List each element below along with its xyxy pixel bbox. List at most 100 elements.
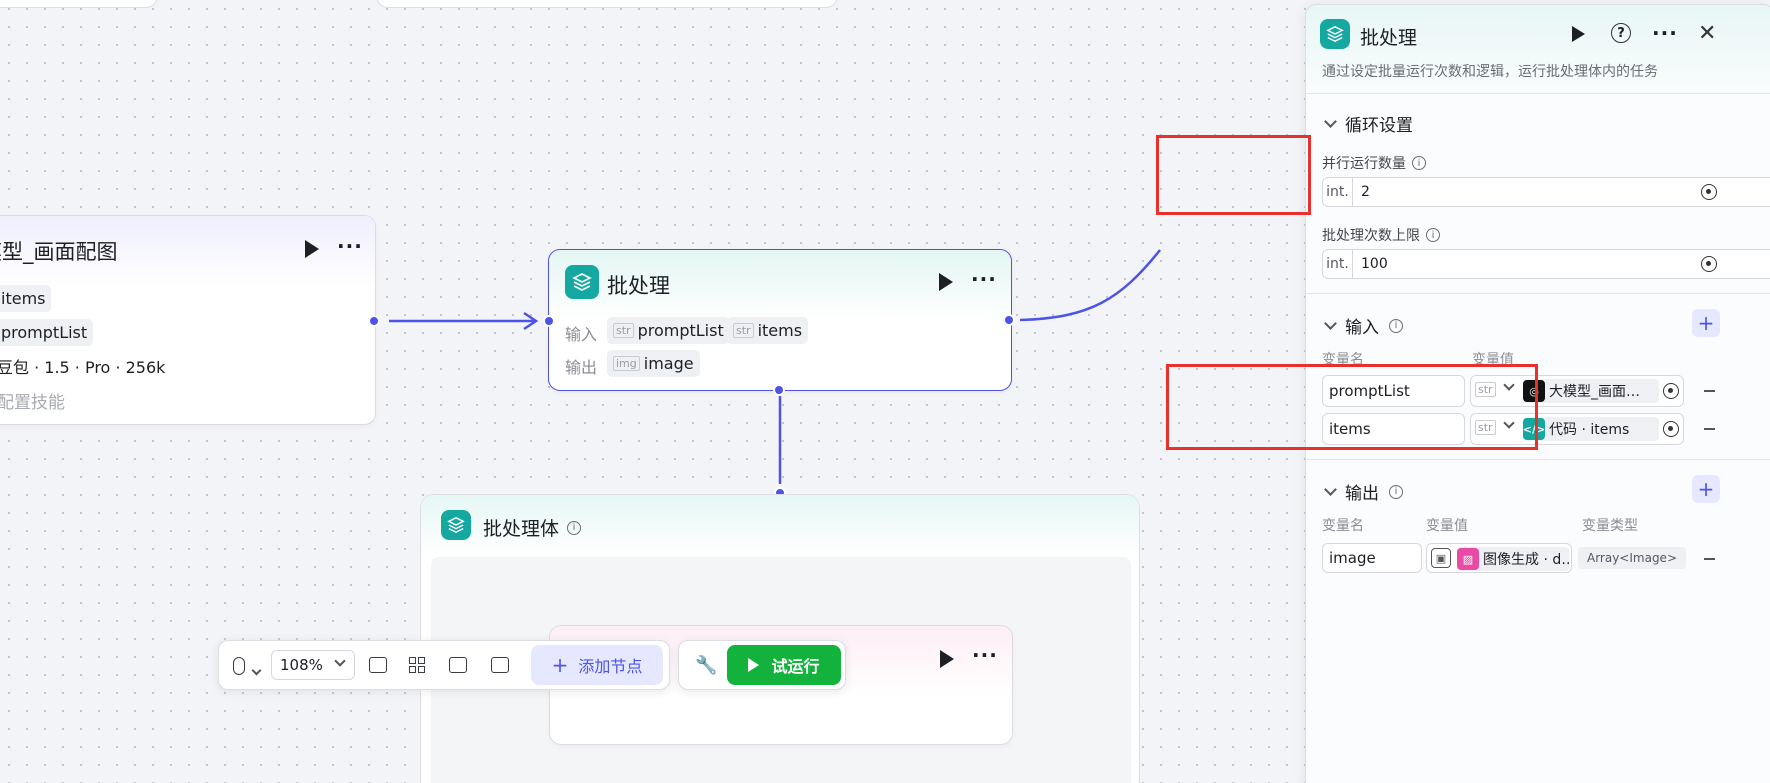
separator [1306, 93, 1770, 94]
variable-ref-icon[interactable] [1663, 383, 1679, 399]
test-run-label: 试运行 [771, 657, 820, 676]
batch-node-output-port[interactable] [1003, 314, 1015, 326]
input-var-name-promptlist[interactable]: promptList [1322, 375, 1465, 407]
panel-description: 通过设定批量运行次数和逻辑，运行批处理体内的任务 [1322, 64, 1658, 80]
output-section-header[interactable]: 输出 i [1324, 479, 1403, 504]
close-icon[interactable]: ✕ [1698, 21, 1717, 46]
llm-node-output-port[interactable] [368, 315, 380, 327]
play-icon [748, 658, 760, 672]
help-icon[interactable]: ? [1611, 23, 1631, 43]
highlight-input-rows [1166, 364, 1538, 450]
inner-node-more-icon[interactable]: ··· [972, 643, 998, 667]
plus-icon: + [551, 653, 569, 677]
llm-node[interactable]: 模型_画面配图 ··· items promptList 豆包 · 1.5 · … [0, 215, 376, 425]
chevron-down-icon [1324, 317, 1337, 330]
layers-icon [572, 273, 592, 291]
batch-limit-label: 批处理次数上限 i [1322, 225, 1440, 245]
add-input-button[interactable]: + [1692, 309, 1720, 337]
image-export-icon[interactable] [449, 657, 467, 673]
wrench-icon[interactable]: 🔧 [695, 655, 718, 676]
input-var-value-items[interactable]: str </> 代码 · items [1470, 413, 1684, 445]
ref-chip-llm: ◎ 大模型_画面… [1523, 379, 1659, 403]
batch-node-body-port[interactable] [773, 384, 785, 396]
variable-ref-icon[interactable] [1701, 256, 1717, 272]
int-type-prefix: int. [1323, 178, 1353, 206]
info-icon[interactable]: i [1389, 484, 1403, 499]
remove-input-items[interactable] [1704, 428, 1715, 430]
variable-ref-icon[interactable] [1701, 184, 1717, 200]
remove-output-image[interactable] [1704, 558, 1715, 560]
batch-body-title-text: 批处理体 [483, 518, 560, 540]
canvas-toolbar: 108% + 添加节点 [218, 640, 670, 690]
batch-node-more-icon[interactable]: ··· [971, 267, 997, 291]
comment-icon[interactable] [369, 657, 387, 673]
llm-node-run-icon[interactable] [305, 240, 319, 258]
llm-node-more-icon[interactable]: ··· [337, 234, 363, 258]
add-node-button[interactable]: + 添加节点 [531, 645, 663, 685]
ref-code-text: 代码 · items [1549, 422, 1630, 438]
input-var-name-items[interactable]: items [1322, 413, 1465, 445]
ref-llm-text: 大模型_画面… [1549, 384, 1640, 400]
add-output-button[interactable]: + [1692, 475, 1720, 503]
minimap-icon[interactable] [491, 657, 509, 673]
loop-settings-section-header[interactable]: 循环设置 [1324, 111, 1413, 136]
llm-node-skill-placeholder[interactable]: 配置技能 [0, 393, 65, 413]
info-icon[interactable]: i [1426, 228, 1440, 242]
remove-input-promptlist[interactable] [1704, 390, 1715, 392]
batch-body-container[interactable]: 批处理体 i ··· [420, 494, 1140, 783]
input-section-title: 输入 [1345, 318, 1379, 338]
batch-node-run-icon[interactable] [939, 273, 953, 291]
batch-limit-input[interactable]: int. 100 [1322, 249, 1770, 279]
llm-icon: ◎ [1523, 380, 1545, 402]
batch-node-icon [565, 265, 599, 299]
batch-body-header-bg [421, 495, 1139, 555]
info-icon[interactable]: i [1389, 318, 1403, 333]
highlight-parallel-count [1156, 135, 1311, 215]
test-run-button[interactable]: 试运行 [727, 645, 841, 685]
panel-more-icon[interactable]: ··· [1652, 21, 1678, 45]
mouse-mode-icon[interactable] [233, 657, 245, 675]
variable-ref-icon[interactable] [1663, 421, 1679, 437]
input-section-header[interactable]: 输入 i [1324, 313, 1403, 338]
edge-batch-out [1019, 249, 1161, 322]
llm-node-title: 模型_画面配图 [0, 240, 118, 264]
output-section-title: 输出 [1345, 484, 1379, 504]
code-icon: </> [1523, 418, 1545, 440]
zoom-value: 108% [280, 656, 323, 674]
panel-title[interactable]: 批处理 [1360, 27, 1418, 49]
batch-node-input-label: 输入 [565, 325, 598, 344]
info-icon[interactable]: i [1412, 156, 1426, 170]
ref-image-gen-text: 图像生成 · d… [1483, 552, 1569, 568]
parallel-count-input[interactable]: int. 2 [1322, 177, 1770, 207]
add-node-label: 添加节点 [578, 657, 643, 676]
batch-body-icon [441, 510, 471, 540]
zoom-select[interactable]: 108% [271, 650, 355, 680]
batch-limit-label-text: 批处理次数上限 [1322, 228, 1420, 244]
info-icon[interactable]: i [567, 520, 582, 535]
layout-grid-icon[interactable] [409, 657, 425, 673]
ref-chip-code: </> 代码 · items [1523, 417, 1659, 441]
output-var-name-image[interactable]: image [1322, 543, 1422, 573]
parallel-count-label: 并行运行数量 i [1322, 153, 1426, 173]
panel-run-icon[interactable] [1572, 26, 1585, 42]
output-col-type: 变量类型 [1582, 518, 1638, 534]
panel-batch-icon [1320, 19, 1350, 49]
batch-node-input-port[interactable] [543, 315, 555, 327]
separator [1306, 459, 1770, 460]
llm-node-tag-items: items [0, 285, 52, 312]
parallel-count-value: 2 [1361, 184, 1370, 200]
run-toolbar: 🔧 试运行 [678, 640, 846, 690]
batch-node-title: 批处理 [607, 274, 670, 298]
output-var-value-image[interactable]: ▣ ▨ 图像生成 · d… [1426, 543, 1572, 573]
str-type-badge: str [1475, 420, 1496, 435]
mouse-mode-chevron-icon[interactable] [251, 659, 262, 678]
layers-icon [447, 516, 465, 534]
parallel-count-label-text: 并行运行数量 [1322, 156, 1406, 172]
inner-node-run-icon[interactable] [940, 650, 954, 668]
output-col-value: 变量值 [1426, 518, 1468, 534]
input-var-value-promptlist[interactable]: str ◎ 大模型_画面… [1470, 375, 1684, 407]
